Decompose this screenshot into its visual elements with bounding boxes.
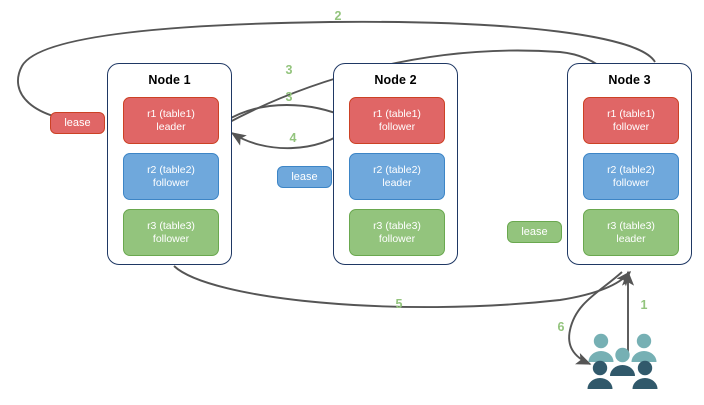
node-3-container: Node 3 r1 (table1) follower r2 (table2) …	[567, 63, 692, 265]
node-1-replica-r1[interactable]: r1 (table1) leader	[123, 97, 219, 144]
replica-role: leader	[616, 232, 646, 245]
step-label-5: 5	[395, 297, 403, 311]
replica-name: r3 (table3)	[607, 219, 655, 232]
node-1-container: Node 1 r1 (table1) leader r2 (table2) fo…	[107, 63, 232, 265]
lease-label: lease	[291, 171, 318, 183]
replica-name: r3 (table3)	[373, 219, 421, 232]
person-light-right	[631, 333, 657, 362]
lease-label: lease	[521, 226, 548, 238]
node-2-replica-r1[interactable]: r1 (table1) follower	[349, 97, 445, 144]
step-label-2: 2	[334, 9, 342, 23]
lease-badge-red[interactable]: lease	[50, 112, 105, 134]
replica-role: follower	[612, 176, 650, 189]
replica-name: r1 (table1)	[147, 107, 195, 120]
replica-name: r2 (table2)	[607, 163, 655, 176]
lease-label: lease	[64, 117, 91, 129]
replica-role: leader	[382, 176, 412, 189]
arrow-step-3-lower	[223, 104, 350, 123]
node-3-replica-r2[interactable]: r2 (table2) follower	[583, 153, 679, 200]
replica-role: leader	[156, 120, 186, 133]
replica-role: follower	[378, 120, 416, 133]
node-1-replica-r3[interactable]: r3 (table3) follower	[123, 209, 219, 256]
lease-badge-blue[interactable]: lease	[277, 166, 332, 188]
node-3-replica-r3[interactable]: r3 (table3) leader	[583, 209, 679, 256]
replica-role: follower	[152, 232, 190, 245]
person-dark-left	[587, 360, 613, 389]
step-label-3-upper: 3	[285, 63, 293, 77]
step-label-1: 1	[640, 298, 648, 312]
node-1-title: Node 1	[148, 73, 191, 87]
replica-name: r2 (table2)	[147, 163, 195, 176]
node-2-container: Node 2 r1 (table1) follower r2 (table2) …	[333, 63, 458, 265]
node-2-title: Node 2	[374, 73, 417, 87]
lease-badge-green[interactable]: lease	[507, 221, 562, 243]
replica-name: r3 (table3)	[147, 219, 195, 232]
person-light-left	[588, 333, 614, 362]
node-3-title: Node 3	[608, 73, 651, 87]
replica-role: follower	[612, 120, 650, 133]
node-2-replica-r2[interactable]: r2 (table2) leader	[349, 153, 445, 200]
replica-name: r1 (table1)	[373, 107, 421, 120]
person-dark-right	[632, 360, 658, 389]
node-2-replica-r3[interactable]: r3 (table3) follower	[349, 209, 445, 256]
person-light-center	[615, 347, 630, 363]
person-dark-center	[610, 365, 635, 376]
people-group-icon	[587, 333, 658, 389]
node-3-replica-r1[interactable]: r1 (table1) follower	[583, 97, 679, 144]
replica-role: follower	[378, 232, 416, 245]
step-label-3-lower: 3	[285, 90, 293, 104]
replica-role: follower	[152, 176, 190, 189]
step-label-4: 4	[289, 131, 297, 145]
replica-name: r1 (table1)	[607, 107, 655, 120]
step-label-6: 6	[557, 320, 565, 334]
replica-name: r2 (table2)	[373, 163, 421, 176]
node-1-replica-r2[interactable]: r2 (table2) follower	[123, 153, 219, 200]
